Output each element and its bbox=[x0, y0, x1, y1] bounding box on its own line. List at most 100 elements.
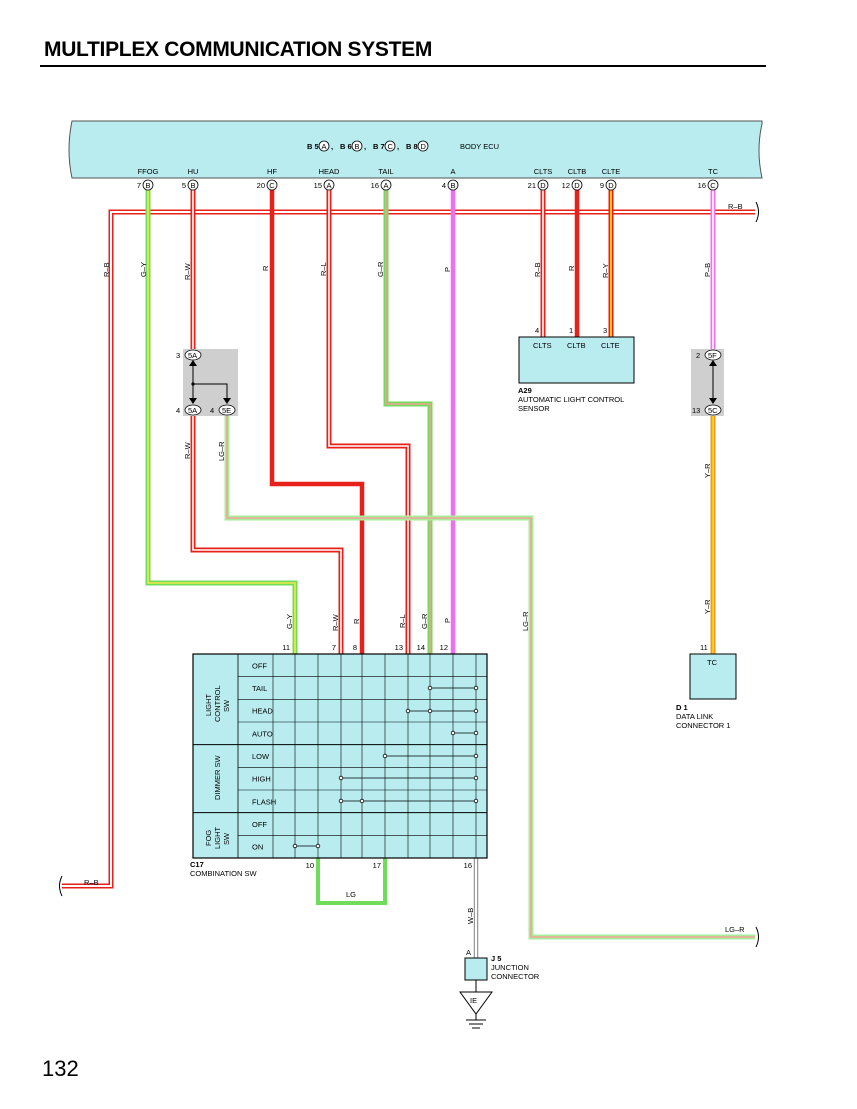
label-rw-top: R–W bbox=[183, 262, 192, 280]
group-fog-light-sw: FOG LIGHT SW bbox=[204, 826, 231, 849]
connector-badge bbox=[187, 179, 199, 191]
terminal-name: CLTB bbox=[568, 167, 587, 176]
page-title: MULTIPLEX COMMUNICATION SYSTEM bbox=[44, 38, 433, 61]
junction-connector-j5: A J 5 JUNCTION CONNECTOR bbox=[464, 948, 540, 992]
junction-5a-bottom-conn-1: 5A bbox=[184, 404, 202, 416]
terminal-pin: 12 bbox=[562, 181, 570, 190]
label-gy-top: G–Y bbox=[139, 262, 148, 277]
label-rb-left: R–B bbox=[102, 262, 111, 277]
switch-position-high: HIGH bbox=[252, 775, 271, 784]
connector-badge bbox=[318, 140, 330, 152]
terminal-conn: D bbox=[608, 181, 614, 190]
sensor-label-cltb: CLTB bbox=[567, 341, 586, 350]
sensor-name-2: SENSOR bbox=[518, 404, 550, 413]
label-rw-low: R–W bbox=[331, 613, 340, 631]
group-light-control-sw: LIGHT CONTROL SW bbox=[204, 685, 231, 722]
ecu-connector-letter: B bbox=[355, 142, 360, 151]
terminal-conn: C bbox=[710, 181, 716, 190]
ground-label: IE bbox=[470, 996, 477, 1005]
svg-text:LIGHT: LIGHT bbox=[213, 826, 222, 849]
switch-position-tail: TAIL bbox=[252, 684, 267, 693]
svg-text:5C: 5C bbox=[708, 406, 718, 415]
j5-name-1: JUNCTION bbox=[491, 963, 529, 972]
terminal-name: A bbox=[450, 167, 455, 176]
label-lgr-low-right: LG–R bbox=[725, 925, 745, 934]
arrow-down-icon bbox=[223, 398, 231, 404]
label-lgr-low: LG–R bbox=[521, 611, 530, 631]
terminal-pin: 9 bbox=[600, 181, 604, 190]
connector-badge bbox=[384, 140, 396, 152]
sensor-box bbox=[518, 336, 635, 384]
ecu-connector-sep: , bbox=[364, 142, 366, 151]
combination-switch-pin: 12 bbox=[440, 643, 448, 652]
wire-hu-rw bbox=[190, 190, 344, 654]
junction-5f-bottom-conn: 5C bbox=[704, 404, 722, 416]
label-gr-low: G–R bbox=[420, 613, 429, 629]
terminal-conn: B bbox=[145, 181, 150, 190]
terminal-name: FFOG bbox=[138, 167, 159, 176]
label-rw-mid: R–W bbox=[183, 441, 192, 459]
dlc-label-tc: TC bbox=[707, 658, 718, 667]
ground-icon bbox=[459, 991, 493, 1015]
terminal-conn: B bbox=[190, 181, 195, 190]
j5-code: J 5 bbox=[491, 954, 501, 963]
connector-badge bbox=[417, 140, 429, 152]
ecu-connector-code: B 8 bbox=[406, 142, 418, 151]
label-pb-tc: P–B bbox=[703, 263, 712, 277]
connector-badge bbox=[707, 179, 719, 191]
connector-badge bbox=[605, 179, 617, 191]
switch-position-auto: AUTO bbox=[252, 729, 273, 738]
combination-switch-pin: 17 bbox=[373, 861, 381, 870]
switch-position-on: ON bbox=[252, 843, 263, 852]
dlc-name-1: DATA LINK bbox=[676, 712, 713, 721]
svg-text:LIGHT: LIGHT bbox=[204, 693, 213, 716]
ecu-connector-letter: C bbox=[388, 142, 394, 151]
combination-switch-name: COMBINATION SW bbox=[190, 869, 257, 878]
junction-5a-bottom-pin-1: 4 bbox=[176, 406, 180, 415]
label-wb: W–B bbox=[466, 908, 475, 924]
junction-block-5a: 3 5A 4 5A 4 5E bbox=[176, 349, 238, 416]
label-gr-top: G–R bbox=[376, 261, 385, 277]
terminal-name: CLTE bbox=[602, 167, 621, 176]
arrow-up-icon bbox=[189, 360, 197, 366]
svg-text:CONTROL: CONTROL bbox=[213, 685, 222, 722]
label-p-top: P bbox=[443, 267, 452, 272]
label-lg: LG bbox=[346, 890, 356, 899]
sensor-name-1: AUTOMATIC LIGHT CONTROL bbox=[518, 395, 624, 404]
svg-text:5A: 5A bbox=[188, 351, 197, 360]
label-rb-low-left: R–B bbox=[84, 878, 99, 887]
svg-text:5E: 5E bbox=[222, 406, 231, 415]
combination-switch-pin: 16 bbox=[464, 861, 472, 870]
combination-switch-pin: 10 bbox=[306, 861, 314, 870]
combination-switch-pin: 8 bbox=[353, 643, 357, 652]
wires bbox=[59, 190, 759, 958]
dlc-code: D 1 bbox=[676, 703, 688, 712]
switch-position-flash: FLASH bbox=[252, 797, 276, 806]
junction-5f-bottom-pin: 13 bbox=[692, 406, 700, 415]
label-rb-bus: R–B bbox=[728, 202, 743, 211]
terminal-pin: 7 bbox=[137, 181, 141, 190]
wire-lgr bbox=[224, 416, 755, 940]
j5-pin: A bbox=[466, 948, 471, 957]
svg-text:5F: 5F bbox=[708, 351, 717, 360]
ecu-connector-code: B 5 bbox=[307, 142, 319, 151]
combination-switch-pin: 14 bbox=[417, 643, 425, 652]
connector-badge bbox=[323, 179, 335, 191]
sensor-label-clte: CLTE bbox=[601, 341, 620, 350]
splice-dot bbox=[191, 382, 195, 386]
terminal-name: HEAD bbox=[319, 167, 340, 176]
junction-5a-top-pin: 3 bbox=[176, 351, 180, 360]
combination-switch-pin: 11 bbox=[282, 643, 290, 652]
dlc-pin: 11 bbox=[700, 643, 708, 652]
wire-labels: R–B R–B G–Y R–W R R–L G–R P R–B R R–Y P–… bbox=[84, 202, 745, 934]
sensor-pin-cltb: 1 bbox=[569, 326, 573, 335]
connector-badge bbox=[266, 179, 278, 191]
terminal-conn: A bbox=[326, 181, 331, 190]
ground-ie: IE bbox=[459, 991, 493, 1029]
data-link-connector-d1: 11 TC D 1 DATA LINK CONNECTOR 1 bbox=[676, 643, 737, 730]
page-number: 132 bbox=[42, 1056, 79, 1081]
